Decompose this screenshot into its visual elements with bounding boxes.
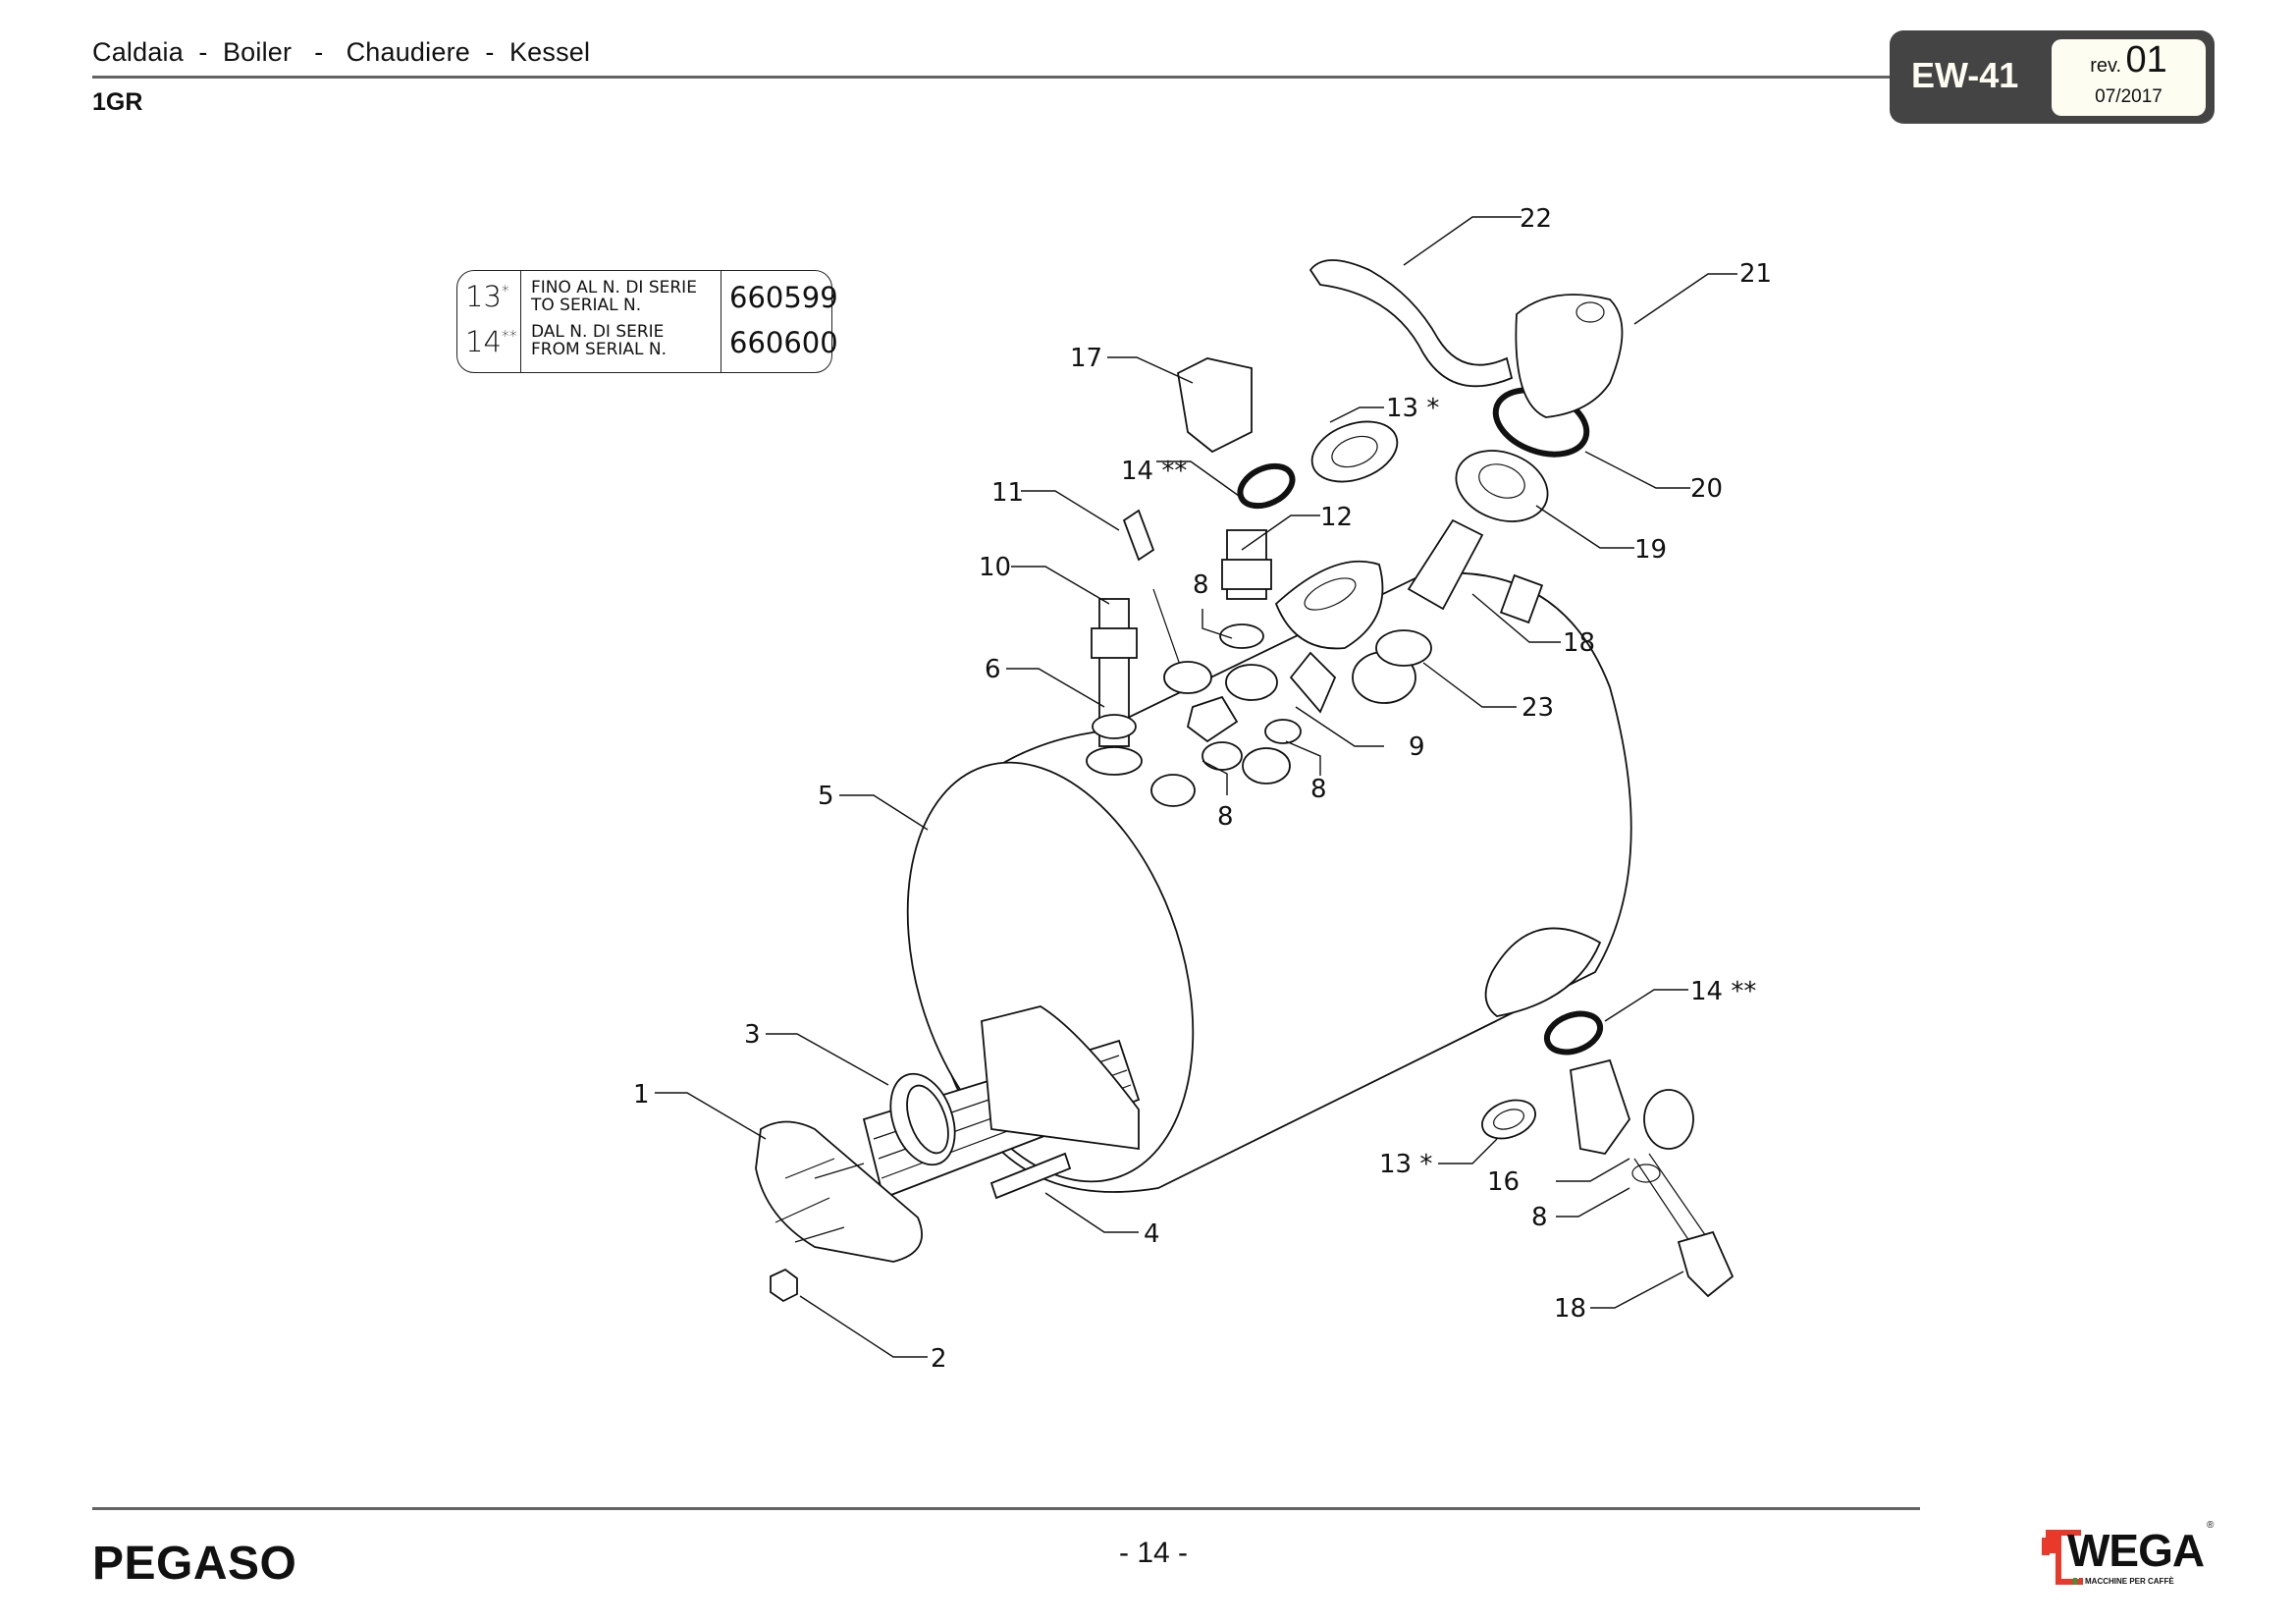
revision-box: rev. 01 07/2017 <box>2052 39 2206 116</box>
serial-row-ref: 14** <box>465 325 517 358</box>
callout-14a: 14 ** <box>1121 457 1187 486</box>
page-number: - 14 - <box>1119 1537 1189 1569</box>
ref-number: 13 <box>465 280 502 313</box>
callout-4: 4 <box>1144 1219 1160 1249</box>
callout-8a: 8 <box>1193 570 1209 600</box>
flag-red <box>2079 1578 2083 1585</box>
callout-19: 19 <box>1634 535 1667 565</box>
registered-mark: ® <box>2207 1520 2215 1531</box>
header-divider <box>92 76 1920 79</box>
callout-11: 11 <box>991 478 1024 508</box>
footer-divider <box>92 1507 1920 1510</box>
callout-8d: 8 <box>1531 1203 1548 1232</box>
serial-number-column <box>721 271 831 372</box>
callout-16: 16 <box>1487 1167 1520 1197</box>
callout-14b: 14 ** <box>1690 977 1756 1006</box>
callout-13a: 13 * <box>1386 394 1439 423</box>
callout-5: 5 <box>818 782 834 811</box>
revision-word: rev. <box>2090 55 2122 77</box>
serial-number-table: 13* FINO AL N. DI SERIE TO SERIAL N. 660… <box>456 270 838 373</box>
revision-number: 01 <box>2125 39 2167 81</box>
leader-lines <box>655 216 1737 1358</box>
serial-row-number: 660599 <box>729 281 838 314</box>
serial-row-number: 660600 <box>729 326 838 359</box>
stud-4 <box>989 1152 1072 1200</box>
serial-row-ref: 13* <box>465 280 509 313</box>
document-code: EW-41 <box>1911 55 2019 95</box>
callout-2: 2 <box>931 1344 947 1374</box>
ref-number: 14 <box>465 325 502 358</box>
lower-fittings <box>1481 1010 1735 1298</box>
group-subtitle: 1GR <box>92 88 143 116</box>
cup-icon <box>2042 1530 2081 1585</box>
hose-22 <box>1308 259 1514 388</box>
model-name: PEGASO <box>92 1538 297 1590</box>
top-fittings <box>1086 259 1624 807</box>
serial-row-desc: DAL N. DI SERIE FROM SERIAL N. <box>531 322 667 359</box>
callout-3: 3 <box>744 1020 761 1050</box>
serial-row-desc: FINO AL N. DI SERIE TO SERIAL N. <box>531 278 697 315</box>
callout-18: 18 <box>1563 628 1595 658</box>
callout-labels: 22 21 20 19 18 23 9 12 13 * 14 ** 17 11 … <box>633 204 1772 1374</box>
callout-23: 23 <box>1522 693 1554 723</box>
callout-8b: 8 <box>1217 802 1234 832</box>
solenoid-21 <box>1515 294 1624 418</box>
callout-22: 22 <box>1520 204 1552 234</box>
callout-15: 17 <box>1070 344 1102 373</box>
flag-green <box>2073 1578 2077 1585</box>
callout-12: 12 <box>1320 503 1353 532</box>
brand-name: WEGA <box>2067 1525 2205 1576</box>
revision-date: 07/2017 <box>2095 86 2163 107</box>
callout-10: 10 <box>979 553 1011 582</box>
callout-21: 21 <box>1739 259 1772 289</box>
callout-6: 6 <box>985 655 1001 684</box>
ref-mark: ** <box>501 326 517 346</box>
fitting-15 <box>1177 357 1253 454</box>
callout-8c: 8 <box>1310 775 1327 804</box>
nut-2 <box>770 1268 798 1303</box>
callout-13b: 13 * <box>1379 1150 1432 1179</box>
wega-logo: WEGA MACCHINE PER CAFFÈ ® <box>2042 1520 2215 1589</box>
serial-ref-column <box>457 271 521 372</box>
callout-17: 18 <box>1554 1294 1586 1324</box>
page-title: Caldaia - Boiler - Chaudiere - Kessel <box>92 37 591 67</box>
brand-tagline: MACCHINE PER CAFFÈ <box>2085 1577 2174 1586</box>
callout-9: 9 <box>1409 732 1425 762</box>
heating-element <box>755 1005 1141 1303</box>
ref-mark: * <box>501 281 509 300</box>
callout-20: 20 <box>1690 474 1723 504</box>
callout-1: 1 <box>633 1080 650 1110</box>
